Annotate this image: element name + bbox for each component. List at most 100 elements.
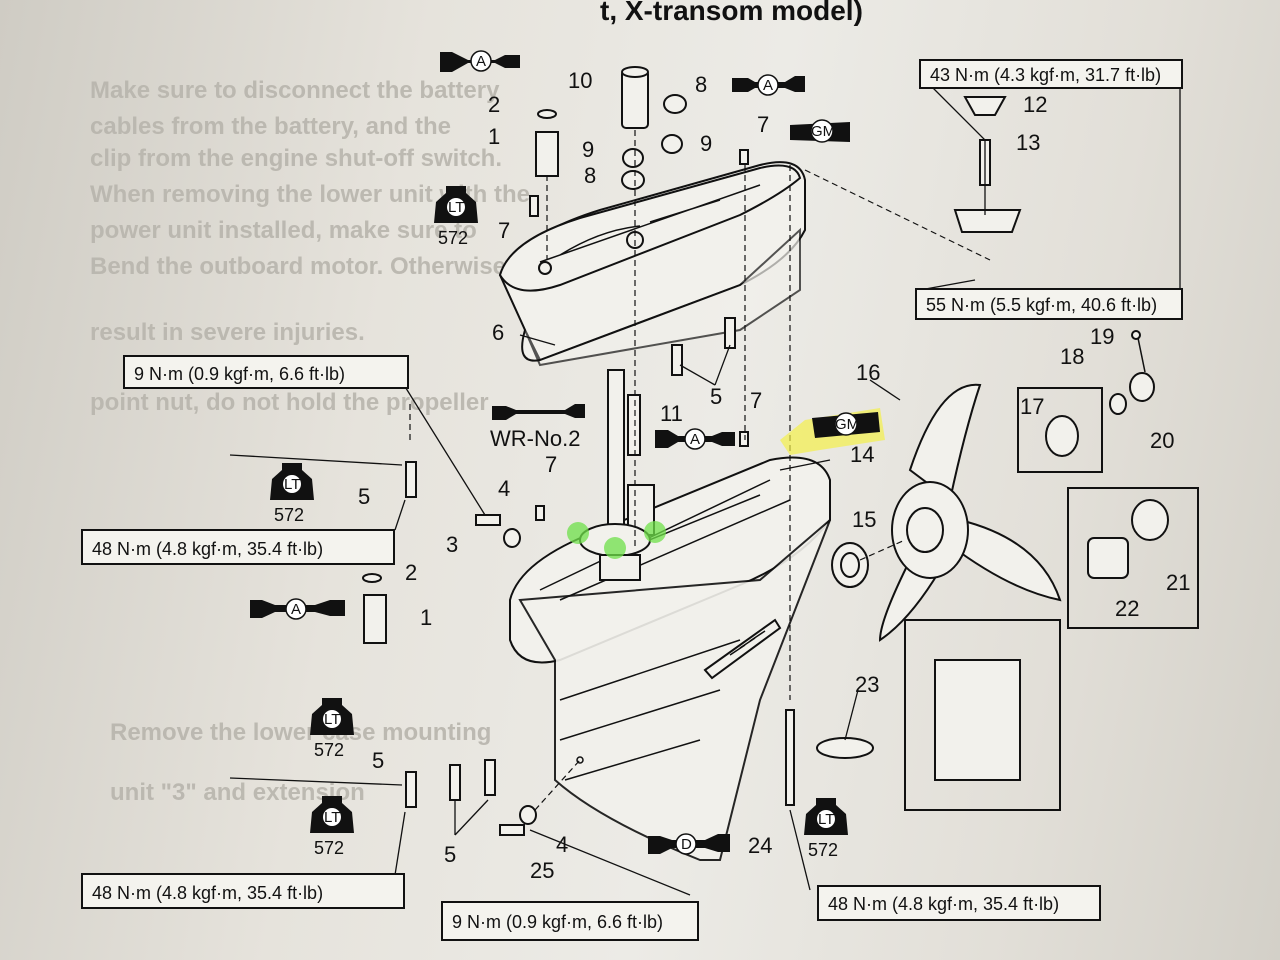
- part-label-12: 12: [1023, 92, 1047, 117]
- torque-box-1: 43 N·m (4.3 kgf·m, 31.7 ft·lb): [919, 59, 1183, 89]
- part-label-5: 5: [710, 384, 722, 409]
- lt572-bottle-4: LT 572: [310, 796, 354, 858]
- part-label-5: 5: [372, 748, 384, 773]
- page-title: t, X-transom model): [600, 0, 863, 26]
- lt572-bottle-3: LT 572: [310, 698, 354, 760]
- svg-text:572: 572: [808, 840, 838, 860]
- bushings-8-9: [621, 94, 687, 190]
- propeller-shaft: [703, 618, 782, 680]
- part-label-1: 1: [488, 124, 500, 149]
- bolts: [405, 149, 795, 836]
- svg-text:43 N·m (4.3 kgf·m, 31.7 ft·lb): 43 N·m (4.3 kgf·m, 31.7 ft·lb): [930, 65, 1161, 85]
- part-label-7: 7: [750, 388, 762, 413]
- svg-text:power unit installed, make sur: power unit installed, make sure to: [90, 217, 477, 244]
- svg-text:Make sure to disconnect the ba: Make sure to disconnect the battery: [90, 77, 500, 104]
- thrust-washer-part-15: [831, 542, 869, 588]
- svg-text:Bend the outboard motor. Other: Bend the outboard motor. Otherwise: [90, 253, 506, 280]
- torque-box-2: 55 N·m (5.5 kgf·m, 40.6 ft·lb): [915, 288, 1183, 320]
- lube-gm-label: GM: [811, 123, 835, 140]
- part-label-25: 25: [530, 858, 554, 883]
- part-label-7: 7: [498, 218, 510, 243]
- part-label-13: 13: [1016, 130, 1040, 155]
- svg-text:point nut, do not hold the pro: point nut, do not hold the propeller: [90, 389, 489, 416]
- svg-text:572: 572: [438, 228, 468, 248]
- inset-box-anode: [904, 619, 1061, 811]
- part-label-24: 24: [748, 833, 772, 858]
- part-label-7: 7: [757, 112, 769, 137]
- part-numbers: 10 8 2 1 9 9 8 7 7 12 13 6 19 18 16 17 2…: [358, 68, 1190, 883]
- part-label-4: 4: [498, 476, 510, 501]
- torque-box-4: 48 N·m (4.8 kgf·m, 35.4 ft·lb): [81, 529, 395, 565]
- svg-text:55 N·m (5.5 kgf·m, 40.6 ft·lb): 55 N·m (5.5 kgf·m, 40.6 ft·lb): [926, 295, 1157, 315]
- part-label-8: 8: [584, 163, 596, 188]
- lube-d: D: [648, 833, 730, 855]
- lube-a-top-left: A: [440, 50, 520, 72]
- prop-nut-hardware: [1109, 330, 1155, 415]
- lube-a-top-right: A: [732, 74, 805, 96]
- svg-text:Remove the lower case mounting: Remove the lower case mounting: [110, 719, 491, 746]
- part-label-17: 17: [1020, 394, 1044, 419]
- svg-text:LT: LT: [324, 809, 340, 826]
- part-label-20: 20: [1150, 428, 1174, 453]
- svg-text:9 N·m (0.9 kgf·m, 6.6 ft·lb): 9 N·m (0.9 kgf·m, 6.6 ft·lb): [452, 912, 663, 932]
- svg-text:48 N·m (4.8 kgf·m, 35.4 ft·lb): 48 N·m (4.8 kgf·m, 35.4 ft·lb): [92, 539, 323, 559]
- leader-lines: [229, 74, 1181, 896]
- green-highlight-marks: [567, 521, 666, 559]
- part-label-19: 19: [1090, 324, 1114, 349]
- propeller-part-16: [878, 383, 1062, 642]
- svg-text:572: 572: [314, 838, 344, 858]
- svg-text:48 N·m (4.8 kgf·m, 35.4 ft·lb): 48 N·m (4.8 kgf·m, 35.4 ft·lb): [828, 894, 1059, 914]
- svg-text:LT: LT: [448, 199, 464, 216]
- part-10: [621, 66, 649, 129]
- part-label-6: 6: [492, 320, 504, 345]
- part-label-5: 5: [358, 484, 370, 509]
- lt572-bottle-1: LT 572: [434, 186, 478, 248]
- lt572-bottle-2: LT 572: [270, 463, 314, 525]
- part-label-8: 8: [695, 72, 707, 97]
- part-label-10: 10: [568, 68, 592, 93]
- lube-d-label: D: [681, 836, 692, 853]
- svg-text:cables from the battery, and t: cables from the battery, and the: [90, 113, 451, 140]
- lube-a-label: A: [291, 601, 301, 618]
- assembly-guide-lines: [409, 130, 991, 811]
- svg-text:572: 572: [314, 740, 344, 760]
- part-label-5: 5: [444, 842, 456, 867]
- svg-text:LT: LT: [324, 711, 340, 728]
- part-label-2: 2: [488, 92, 500, 117]
- svg-text:572: 572: [274, 505, 304, 525]
- anode-part-12: [953, 96, 1022, 233]
- torque-box-5: 48 N·m (4.8 kgf·m, 35.4 ft·lb): [81, 873, 405, 909]
- lube-a-label: A: [690, 431, 700, 448]
- part-label-18: 18: [1060, 344, 1084, 369]
- inset-box-17: [1017, 387, 1103, 473]
- part-label-16: 16: [856, 360, 880, 385]
- part-label-2: 2: [405, 560, 417, 585]
- part-label-22: 22: [1115, 596, 1139, 621]
- svg-text:48 N·m (4.8 kgf·m, 35.4 ft·lb): 48 N·m (4.8 kgf·m, 35.4 ft·lb): [92, 883, 323, 903]
- part-label-1: 1: [420, 605, 432, 630]
- part-label-15: 15: [852, 507, 876, 532]
- part-label-3: 3: [446, 532, 458, 557]
- part-label-23: 23: [855, 672, 879, 697]
- part-label-9: 9: [700, 131, 712, 156]
- part-label-21: 21: [1166, 570, 1190, 595]
- lube-a-label: A: [476, 53, 486, 70]
- part-label-7: 7: [545, 452, 557, 477]
- bleed-through-text: Make sure to disconnect the battery cabl…: [90, 77, 530, 806]
- fitting-part-1-lower: [362, 573, 387, 644]
- lube-a-lower-left: A: [250, 598, 345, 620]
- part-label-11: 11: [660, 401, 683, 426]
- svg-text:clip from the engine shut-off: clip from the engine shut-off switch.: [90, 145, 502, 172]
- part-label-4: 4: [556, 832, 568, 857]
- lube-wr-label: WR-No.2: [490, 426, 580, 451]
- lube-wr: WR-No.2: [490, 404, 585, 451]
- lube-a-mid: A: [655, 428, 735, 450]
- lube-gm-label: GM: [835, 416, 859, 433]
- part-label-14: 14: [850, 442, 874, 467]
- svg-text:result in severe injuries.: result in severe injuries.: [90, 319, 365, 346]
- lube-gm-top: GM: [790, 119, 850, 143]
- anode-part-23: [816, 737, 874, 759]
- torque-box-3: 9 N·m (0.9 kgf·m, 6.6 ft·lb): [123, 355, 409, 389]
